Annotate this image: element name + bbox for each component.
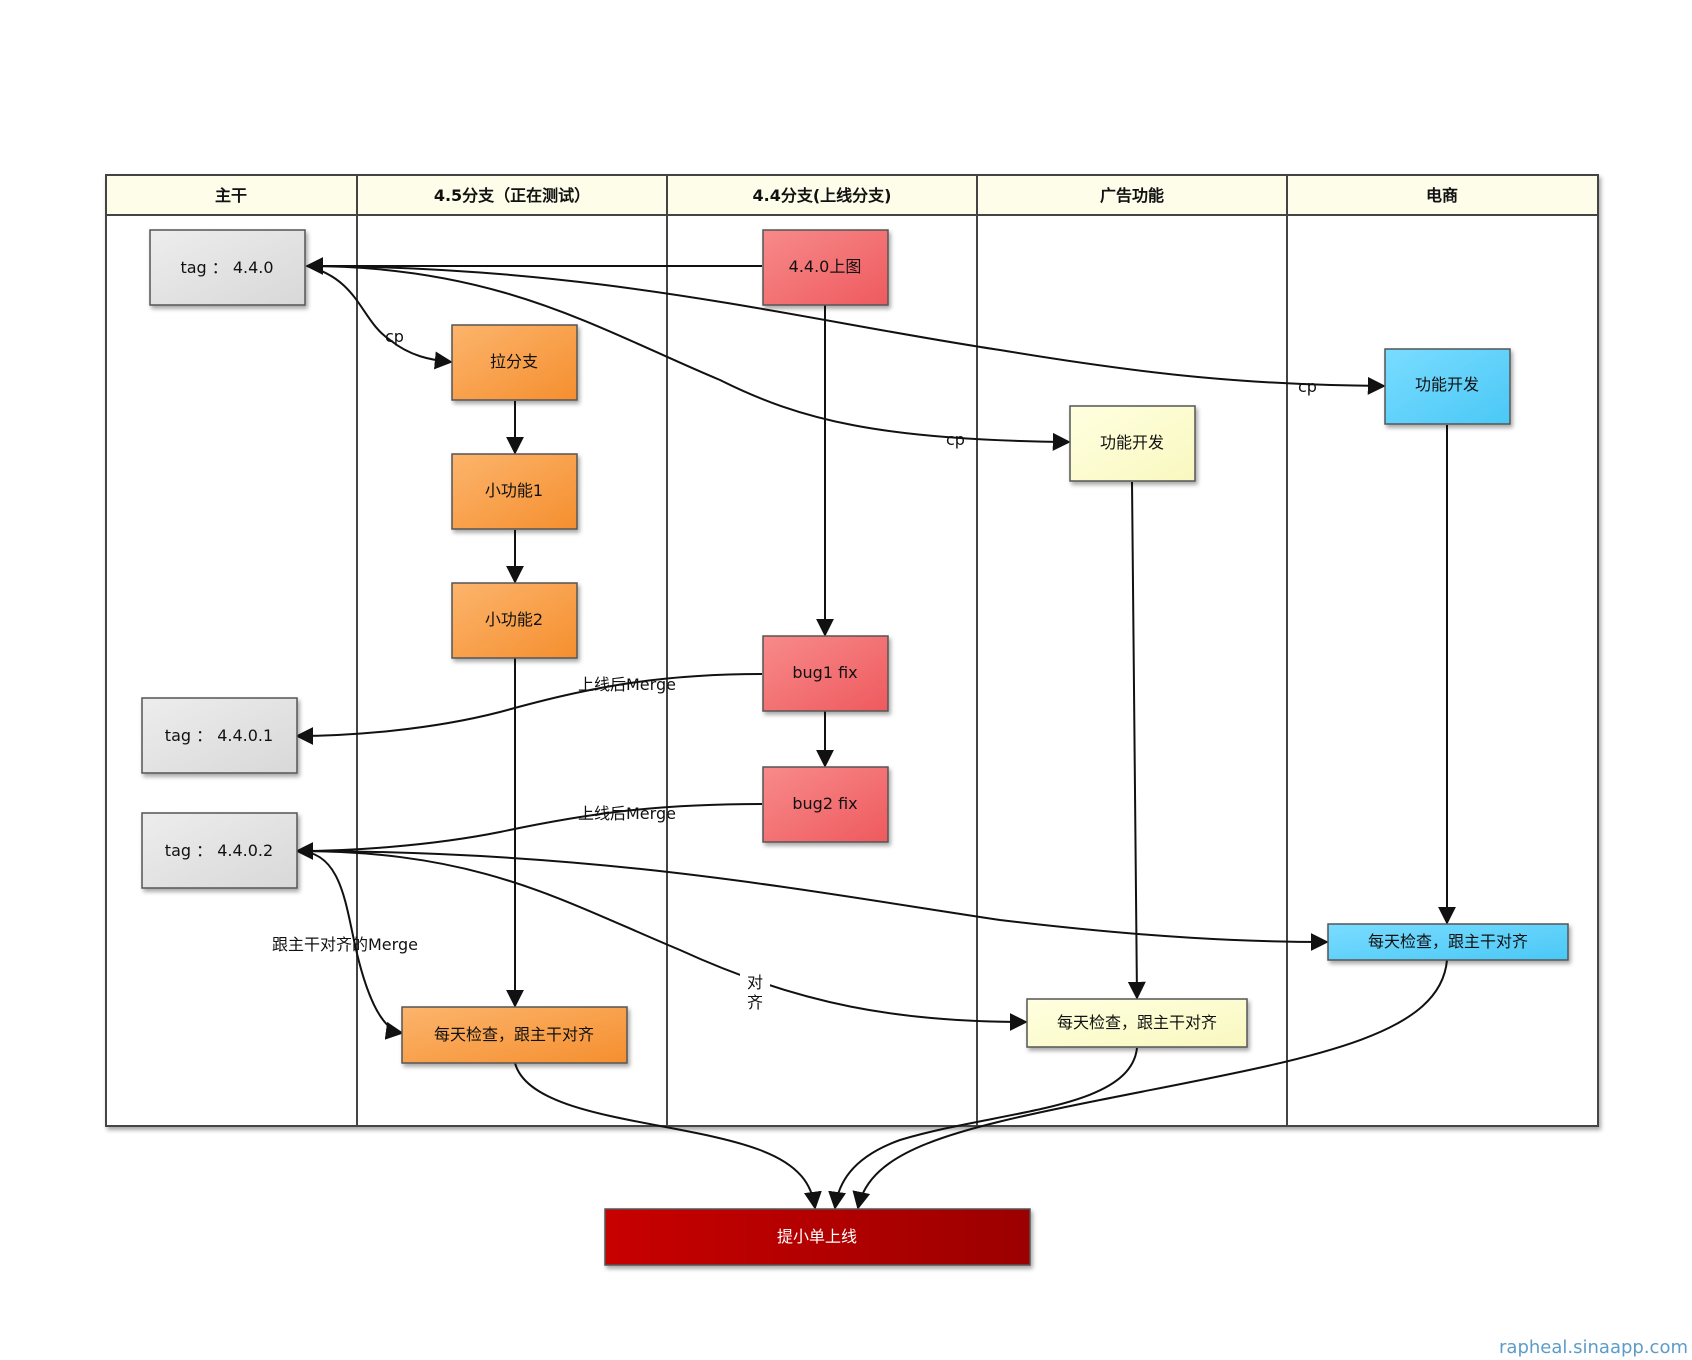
edge-label-cp-ads: cp xyxy=(946,430,965,449)
lane-title-ads: 广告功能 xyxy=(1100,186,1164,205)
node-label: 小功能1 xyxy=(485,481,543,500)
node-pull-branch[interactable]: 拉分支 xyxy=(451,324,578,401)
edge-adsdaily-release xyxy=(828,1047,1138,1210)
node-label: 每天检查，跟主干对齐 xyxy=(1368,932,1528,951)
node-bug1-fix[interactable]: bug1 fix xyxy=(762,635,889,712)
node-label: 提小单上线 xyxy=(777,1227,857,1246)
node-ads-dev[interactable]: 功能开发 xyxy=(1069,405,1196,482)
node-ads-daily[interactable]: 每天检查，跟主干对齐 xyxy=(1026,998,1248,1048)
lane-title-b45: 4.5分支（正在测试） xyxy=(434,186,590,205)
node-tag-440[interactable]: tag ： 4.4.0 xyxy=(149,229,306,306)
edge-tag440-pull xyxy=(306,265,453,370)
edge-daily45-release xyxy=(514,1062,822,1210)
node-ec-dev[interactable]: 功能开发 xyxy=(1384,348,1511,425)
node-tag-4401[interactable]: tag ： 4.4.0.1 xyxy=(141,697,298,774)
node-label: 功能开发 xyxy=(1415,375,1479,394)
node-label: bug1 fix xyxy=(792,663,857,682)
node-release-440[interactable]: 4.4.0上图 xyxy=(762,229,889,306)
svg-text:齐: 齐 xyxy=(747,993,763,1012)
node-feature-1[interactable]: 小功能1 xyxy=(451,453,578,530)
lane-title-trunk: 主干 xyxy=(215,186,247,205)
swimlane-frame xyxy=(105,174,1599,1127)
edge-label-cp-ec: cp xyxy=(1298,377,1317,396)
node-feature-2[interactable]: 小功能2 xyxy=(451,582,578,659)
node-label: 每天检查，跟主干对齐 xyxy=(434,1025,594,1044)
edge-label-cp-pull: cp xyxy=(385,327,404,346)
node-label: bug2 fix xyxy=(792,794,857,813)
svg-text:对: 对 xyxy=(747,973,763,992)
lane-title-b44: 4.4分支(上线分支) xyxy=(753,186,892,205)
edge-adsdev-adsdaily xyxy=(1127,481,1146,1000)
nodes: tag ： 4.4.0 tag ： 4.4.0.1 tag ： 4.4.0.2 … xyxy=(141,229,1569,1266)
node-bug2-fix[interactable]: bug2 fix xyxy=(762,766,889,843)
edge-label-align-merge: 跟主干对齐的Merge xyxy=(272,935,418,954)
edges xyxy=(295,257,1456,1210)
edge-tag440-adsdev xyxy=(306,265,1071,451)
edge-label-align: 对 齐 xyxy=(740,968,770,1014)
edge-labels: cp cp cp 上线后Merge 上线后Merge 跟主干对齐的Merge 对… xyxy=(272,327,1317,1014)
node-label: tag ： 4.4.0 xyxy=(180,258,273,277)
lane-title-ec: 电商 xyxy=(1426,186,1458,205)
node-label: 拉分支 xyxy=(490,352,538,371)
node-label: 每天检查，跟主干对齐 xyxy=(1057,1013,1217,1032)
edge-tag4402-adsdaily xyxy=(296,850,1028,1031)
node-label: 小功能2 xyxy=(485,610,543,629)
watermark: rapheal.sinaapp.com xyxy=(1499,1337,1688,1358)
edge-bug1-tag4401 xyxy=(295,673,763,745)
node-label: tag ： 4.4.0.1 xyxy=(165,726,273,745)
edge-bug2-tag4402 xyxy=(295,803,763,860)
edge-tag4402-daily45 xyxy=(296,850,404,1040)
edge-tag440-ecdev xyxy=(306,265,1386,395)
node-release[interactable]: 提小单上线 xyxy=(604,1208,1031,1266)
node-label: tag ： 4.4.0.2 xyxy=(165,841,273,860)
lane-titles: 主干 4.5分支（正在测试） 4.4分支(上线分支) 广告功能 电商 xyxy=(215,186,1458,205)
edge-label-merge-2: 上线后Merge xyxy=(578,804,676,823)
edge-ecdaily-release xyxy=(852,959,1448,1210)
node-daily-45[interactable]: 每天检查，跟主干对齐 xyxy=(401,1006,628,1064)
edge-tag4402-ecdaily xyxy=(296,850,1329,951)
node-tag-4402[interactable]: tag ： 4.4.0.2 xyxy=(141,812,298,889)
edge-label-merge-1: 上线后Merge xyxy=(578,675,676,694)
node-ec-daily[interactable]: 每天检查，跟主干对齐 xyxy=(1327,923,1569,961)
node-label: 4.4.0上图 xyxy=(789,257,862,276)
node-label: 功能开发 xyxy=(1100,433,1164,452)
